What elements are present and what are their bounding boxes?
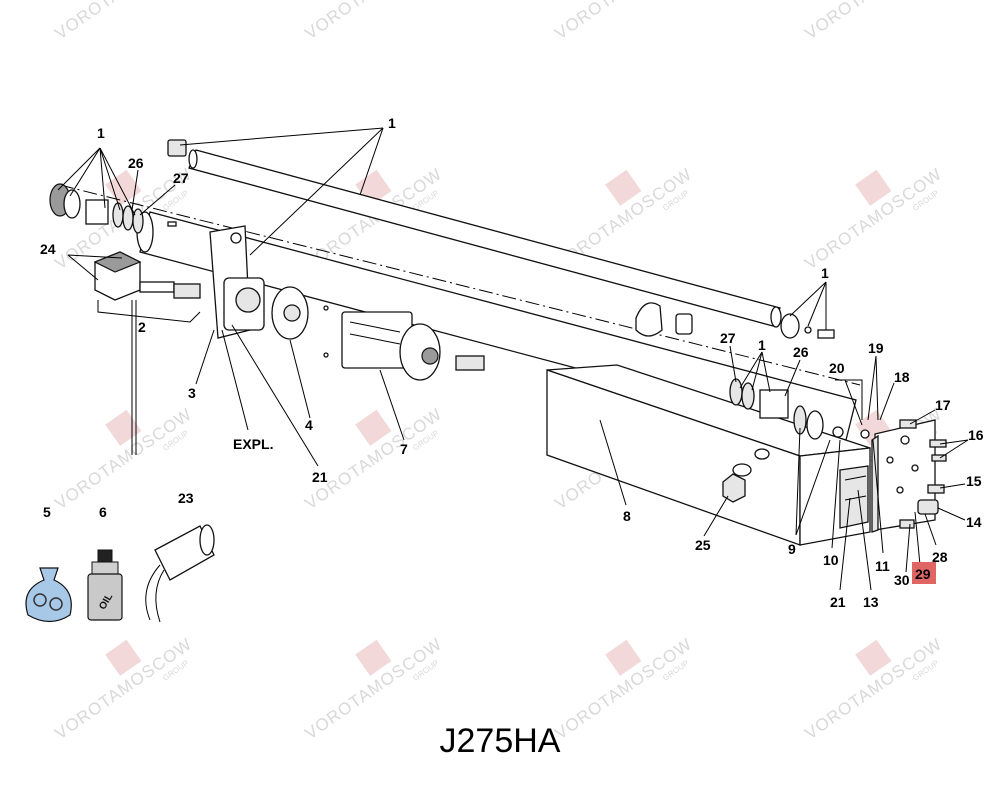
callout-19: 19	[868, 340, 884, 356]
axis-bracket	[835, 379, 863, 420]
watermark-logo-icon	[105, 169, 142, 206]
watermark-text: VOROTAMOSCOW	[51, 0, 195, 43]
watermark-logo-icon	[855, 639, 892, 676]
callout-1-top: 1	[388, 115, 396, 131]
callout-expl: EXPL.	[233, 436, 273, 452]
solenoid-valve	[93, 251, 201, 455]
callout-16: 16	[968, 427, 984, 443]
rod-clamp	[635, 302, 693, 337]
watermark-logo-icon	[105, 639, 142, 676]
pump-unit	[223, 277, 309, 340]
callout-23: 23	[178, 490, 194, 506]
rod-end-parts	[780, 313, 835, 339]
callout-26-mid: 26	[793, 344, 809, 360]
callout-21-right: 21	[830, 594, 846, 610]
watermark-logo-icon	[355, 639, 392, 676]
left-end-fittings	[49, 183, 144, 234]
watermark-logo-icon	[855, 169, 892, 206]
callout-20: 20	[829, 360, 845, 376]
callout-10: 10	[823, 552, 839, 568]
zone-2-bracket	[97, 300, 201, 323]
callout-30: 30	[894, 572, 910, 588]
callout-29-highlight	[912, 562, 936, 584]
callout-labels: 1 1 1 1 26 27 24 2 3 EXPL. 4 21 7 27 26 …	[40, 115, 984, 610]
watermark-text: VOROTAMOSCOW	[301, 0, 445, 43]
capacitor	[145, 524, 215, 623]
watermark-text: VOROTAMOSCOW	[801, 0, 945, 43]
watermark-logo-icon	[355, 409, 392, 446]
callout-25: 25	[695, 537, 711, 553]
center-axis-line	[59, 184, 861, 386]
callout-27-left: 27	[173, 170, 189, 186]
callout-4: 4	[305, 417, 313, 433]
motor	[323, 305, 485, 381]
callout-15: 15	[966, 473, 982, 489]
upper-rod	[167, 139, 782, 328]
callout-17: 17	[935, 397, 951, 413]
piston-assembly	[729, 378, 870, 440]
callout-8: 8	[623, 508, 631, 524]
callout-5: 5	[43, 504, 51, 520]
diagram-title: J275HA	[440, 722, 561, 760]
callout-18: 18	[894, 369, 910, 385]
callout-14: 14	[966, 514, 982, 530]
callout-26-left: 26	[128, 155, 144, 171]
plug-oring	[722, 448, 770, 503]
oil-bottle: OIL	[87, 549, 123, 621]
parts-bag	[25, 567, 72, 623]
callout-6: 6	[99, 504, 107, 520]
callout-1-mid: 1	[758, 337, 766, 353]
callout-11: 11	[875, 558, 890, 574]
watermark-logo-icon	[605, 639, 642, 676]
callout-1-right: 1	[821, 265, 829, 281]
callout-24: 24	[40, 241, 56, 257]
callout-29: 29	[915, 566, 931, 582]
watermark-text: VOROTAMOSCOW	[551, 0, 695, 43]
callout-7: 7	[400, 441, 408, 457]
callout-21-left: 21	[312, 469, 328, 485]
callout-1-left: 1	[97, 125, 105, 141]
leader-lines	[57, 127, 969, 591]
callout-28: 28	[932, 549, 948, 565]
callout-3: 3	[188, 385, 196, 401]
callout-13: 13	[863, 594, 879, 610]
watermark-logo-icon	[605, 169, 642, 206]
callout-27-mid: 27	[720, 330, 736, 346]
callout-9: 9	[788, 541, 796, 557]
callout-2: 2	[138, 319, 146, 335]
right-fittings	[899, 419, 947, 529]
